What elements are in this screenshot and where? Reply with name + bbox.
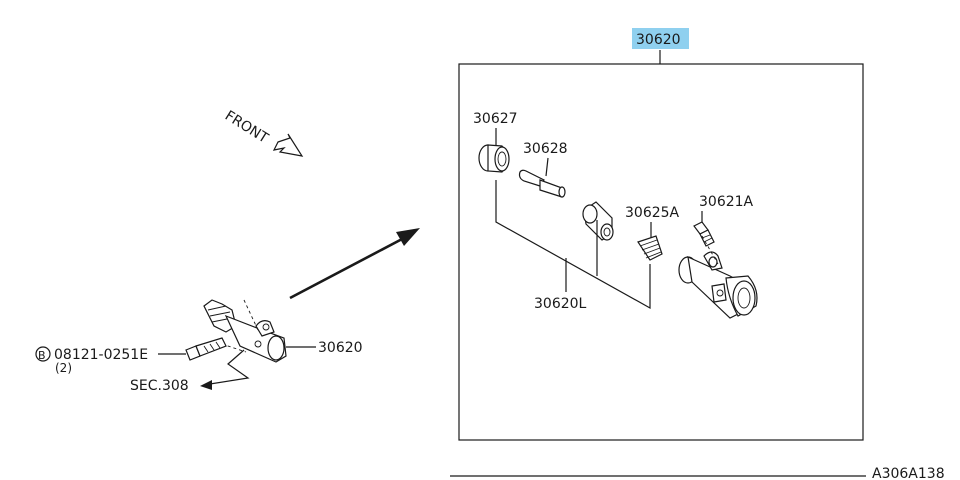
callout-bleeder-label: 30621A (699, 194, 754, 210)
small-assembly-part (203, 299, 287, 363)
callout-assembly-small[interactable]: 30620 (318, 340, 363, 356)
bleeder-screw-part (693, 221, 715, 247)
callout-spring-label: 30625A (625, 205, 680, 221)
front-arrow-icon (272, 133, 304, 157)
callout-pushrod-label: 30628 (523, 141, 568, 157)
front-label: FRONT (222, 108, 271, 147)
callout-assembly-top[interactable]: 30620 (632, 28, 689, 49)
bolt-marker-circle (35, 346, 51, 362)
mount-bolt-part (185, 337, 227, 361)
piston-cup-part (478, 144, 510, 173)
spring-part (637, 235, 663, 261)
section-arrow-icon (200, 380, 212, 390)
callout-assembly-small-label: 30620 (318, 340, 363, 356)
slave-cylinder-body (678, 235, 758, 319)
callout-pushrod-leader (545, 157, 549, 177)
callout-spring[interactable]: 30625A (625, 205, 680, 221)
callout-bleeder[interactable]: 30621A (699, 194, 754, 210)
kit-bracket (495, 180, 651, 310)
callout-bolt-label: 08121-0251E (54, 347, 148, 363)
callout-kit-label: 30620L (534, 296, 587, 312)
callout-assembly-top-label: 30620 (636, 32, 681, 48)
detail-arrow (289, 228, 420, 300)
callout-cup[interactable]: 30627 (473, 111, 518, 127)
bolt-marker-label: B (38, 349, 46, 362)
diagram-code: A306A138 (872, 466, 945, 480)
assembly-frame (458, 63, 864, 441)
front-indicator: FRONT (222, 108, 304, 157)
callout-highlight (632, 28, 689, 49)
callout-section[interactable]: SEC.308 (130, 378, 189, 394)
pushrod-part (518, 169, 566, 198)
callout-bolt-qty: (2) (55, 361, 72, 375)
piston-part (582, 201, 614, 241)
callout-section-label: SEC.308 (130, 378, 189, 394)
section-leader (209, 349, 250, 385)
callout-pushrod[interactable]: 30628 (523, 141, 568, 157)
callout-cup-label: 30627 (473, 111, 518, 127)
callout-bolt[interactable]: B 08121-0251E (2) (35, 346, 148, 375)
callout-kit[interactable]: 30620L (534, 296, 587, 312)
